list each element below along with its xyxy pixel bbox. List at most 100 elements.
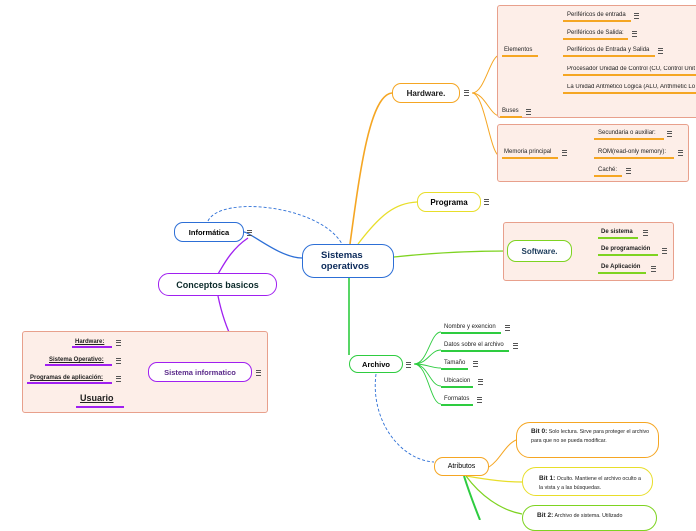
periferico-entrada: Periféricos de entrada bbox=[567, 12, 626, 18]
si-sistema-operativo-menu-icon[interactable] bbox=[116, 358, 121, 364]
atributos-label: Atributos bbox=[447, 463, 476, 470]
link-hardware bbox=[349, 92, 393, 245]
programa-label: Programa bbox=[430, 197, 468, 207]
archivo-datos: Datos sobre el archivo bbox=[444, 342, 504, 348]
programa-menu-icon[interactable] bbox=[484, 199, 489, 205]
bit2-title: Bit 2: bbox=[537, 512, 554, 519]
si-programas-aplicacion-menu-icon[interactable] bbox=[116, 376, 121, 382]
si-programas-aplicacion-line bbox=[27, 382, 112, 384]
archivo-nombre-line bbox=[441, 332, 501, 334]
archivo-nombre-menu-icon[interactable] bbox=[505, 325, 510, 331]
software-de-programacion-menu-icon[interactable] bbox=[662, 248, 667, 254]
relation-informatica-central bbox=[207, 206, 343, 245]
hardware-memory-panel bbox=[497, 124, 689, 182]
hardware-menu-icon[interactable] bbox=[464, 90, 469, 96]
hardware-label: Hardware. bbox=[406, 88, 446, 98]
sistema-informatico-node[interactable]: Sistema informatico bbox=[148, 362, 252, 382]
buses-menu-icon[interactable] bbox=[526, 109, 531, 115]
conceptos-label: Conceptos basicos bbox=[176, 279, 259, 290]
archivo-formatos-menu-icon[interactable] bbox=[477, 397, 482, 403]
elementos-label: Elementos bbox=[504, 47, 533, 53]
elementos-underline bbox=[502, 55, 538, 57]
memoria-cache-line bbox=[594, 175, 622, 177]
archivo-label: Archivo bbox=[362, 359, 390, 369]
conceptos-node[interactable]: Conceptos basicos bbox=[158, 273, 277, 296]
informatica-node[interactable]: Informática bbox=[174, 222, 244, 242]
relation-archivo-atributos bbox=[374, 373, 435, 463]
sistema-informatico-label: Sistema informatico bbox=[164, 367, 236, 377]
informatica-menu-icon[interactable] bbox=[247, 230, 252, 236]
memoria-principal-menu-icon[interactable] bbox=[562, 150, 567, 156]
memoria-cache-menu-icon[interactable] bbox=[626, 168, 631, 174]
periferico-entrada-salida: Periféricos de Entrada y Salida bbox=[567, 47, 650, 53]
hardware-node[interactable]: Hardware. bbox=[392, 83, 460, 103]
periferico-entrada-salida-line bbox=[563, 55, 655, 57]
memoria-rom-menu-icon[interactable] bbox=[678, 150, 683, 156]
informatica-label: Informática bbox=[188, 227, 230, 237]
si-usuario-line bbox=[76, 406, 124, 408]
si-sistema-operativo-line bbox=[45, 364, 112, 366]
archivo-node[interactable]: Archivo bbox=[349, 355, 403, 373]
software-de-sistema-menu-icon[interactable] bbox=[643, 230, 648, 236]
si-hardware-line bbox=[72, 346, 112, 348]
archivo-menu-icon[interactable] bbox=[406, 362, 411, 368]
software-de-aplicacion-menu-icon[interactable] bbox=[651, 266, 656, 272]
bit1-note[interactable]: Bit 1: Oculto. Mantiene el archivo ocult… bbox=[522, 467, 653, 496]
procesador-line bbox=[563, 74, 696, 76]
buses-line bbox=[500, 116, 522, 118]
link-software bbox=[393, 250, 508, 258]
bit2-text: Archivo de sistema. Utilizado bbox=[554, 513, 623, 519]
bit1-title: Bit 1: bbox=[539, 475, 556, 482]
si-hardware-menu-icon[interactable] bbox=[116, 340, 121, 346]
archivo-formatos-line bbox=[441, 404, 473, 406]
memoria-rom-line bbox=[594, 157, 674, 159]
archivo-tamano-menu-icon[interactable] bbox=[473, 361, 478, 367]
alu-line bbox=[563, 92, 696, 94]
software-label: Software. bbox=[521, 246, 558, 256]
si-usuario: Usuario bbox=[80, 393, 114, 403]
archivo-ubicacion: Ubicacion bbox=[444, 378, 471, 384]
si-hardware: Hardware: bbox=[75, 339, 105, 345]
periferico-entrada-menu-icon[interactable] bbox=[634, 13, 639, 19]
bit0-text: Solo lectura. Sirve para proteger el arc… bbox=[531, 429, 650, 444]
buses-label: Buses bbox=[502, 108, 519, 114]
atributos-node[interactable]: Atributos bbox=[434, 457, 489, 476]
link-programa bbox=[357, 201, 418, 245]
memoria-rom: ROM(read-only memory): bbox=[598, 149, 667, 155]
software-de-sistema: De sistema bbox=[601, 229, 633, 235]
memoria-cache: Caché: bbox=[598, 167, 618, 173]
software-de-programacion-line bbox=[598, 254, 658, 256]
unidad-aritmetico-logica: La Unidad Aritmético Lógica (ALU, Arithm… bbox=[567, 84, 695, 90]
archivo-tamano: Tamaño bbox=[444, 360, 466, 366]
si-sistema-operativo: Sistema Operativo: bbox=[49, 357, 104, 363]
software-node[interactable]: Software. bbox=[507, 240, 572, 262]
bit0-note[interactable]: Bit 0: Solo lectura. Sirve para proteger… bbox=[516, 422, 659, 458]
sistema-informatico-menu-icon[interactable] bbox=[256, 370, 261, 376]
link-conceptos bbox=[217, 237, 249, 275]
software-de-aplicacion-line bbox=[598, 272, 646, 274]
software-de-sistema-line bbox=[598, 237, 638, 239]
archivo-tamano-line bbox=[441, 368, 468, 370]
software-de-programacion: De programación bbox=[601, 246, 651, 252]
bit1-text: Oculto. Mantiene el archivo oculto a la … bbox=[539, 476, 641, 491]
programa-node[interactable]: Programa bbox=[417, 192, 481, 212]
procesador-unidad-control: Procesador Unidad de Control (CU, Contro… bbox=[567, 66, 695, 72]
periferico-salida-menu-icon[interactable] bbox=[632, 31, 637, 37]
archivo-nombre: Nombre y exencion bbox=[444, 324, 496, 330]
bit2-note[interactable]: Bit 2: Archivo de sistema. Utilizado bbox=[522, 505, 657, 531]
central-topic-label: Sistemas operativos bbox=[321, 250, 370, 272]
memoria-secundaria-line bbox=[594, 138, 664, 140]
si-programas-aplicacion: Programas de aplicación: bbox=[30, 375, 104, 381]
bit0-title: Bit 0: bbox=[531, 428, 548, 435]
archivo-ubicacion-menu-icon[interactable] bbox=[478, 379, 483, 385]
link-informatica bbox=[243, 231, 303, 259]
software-de-aplicacion: De Aplicación bbox=[601, 264, 641, 270]
periferico-entrada-salida-menu-icon[interactable] bbox=[658, 48, 663, 54]
archivo-formatos: Formatos bbox=[444, 396, 470, 402]
memoria-secundaria-menu-icon[interactable] bbox=[667, 131, 672, 137]
memoria-principal-line bbox=[502, 157, 558, 159]
archivo-datos-menu-icon[interactable] bbox=[513, 343, 518, 349]
periferico-salida: Periféricos de Salida: bbox=[567, 30, 624, 36]
hardware-elements-panel bbox=[497, 5, 696, 118]
central-topic[interactable]: Sistemas operativos bbox=[302, 244, 394, 278]
